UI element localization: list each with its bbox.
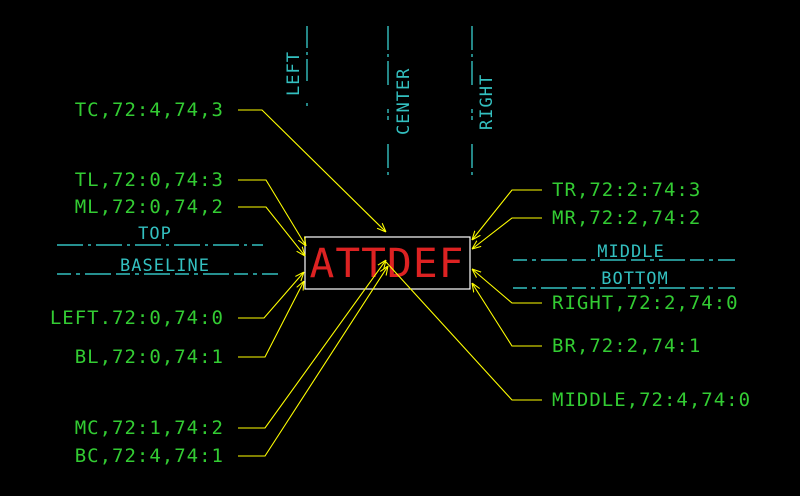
top-ref-label: TOP xyxy=(138,224,172,244)
leader-br xyxy=(472,283,542,347)
left-labels: TC,72:4,74,3 TL,72:0,74:3 ML,72:0,74,2 L… xyxy=(50,99,224,467)
attdef-bounding-box xyxy=(304,236,471,290)
leader-tl xyxy=(238,179,306,246)
label-bl: BL,72:0,74:1 xyxy=(75,346,224,368)
label-tc: TC,72:4,74,3 xyxy=(75,99,224,121)
label-br: BR,72:2,74:1 xyxy=(552,335,701,357)
label-mr: MR,72:2,74:2 xyxy=(552,207,701,229)
label-bc: BC,72:4,74:1 xyxy=(75,445,224,467)
leader-right xyxy=(472,269,542,304)
vertical-references xyxy=(306,26,473,178)
leader-bl xyxy=(238,281,304,358)
leader-ml xyxy=(238,206,305,256)
left-ref-label: LEFT xyxy=(284,51,304,96)
attdef-text: ATTDEF xyxy=(310,241,465,287)
leader-mr xyxy=(472,217,542,249)
leader-tr xyxy=(472,189,542,240)
label-mc: MC,72:1,74:2 xyxy=(75,417,224,439)
right-ref-label: RIGHT xyxy=(477,74,497,130)
label-ml: ML,72:0,74,2 xyxy=(75,196,224,218)
center-ref-label: CENTER xyxy=(394,68,414,135)
leader-mc xyxy=(238,260,386,429)
leader-middle xyxy=(385,261,542,401)
bottom-ref-label: BOTTOM xyxy=(601,269,668,289)
label-middle: MIDDLE,72:4,74:0 xyxy=(552,389,751,411)
baseline-ref-label: BASELINE xyxy=(120,256,210,276)
label-tr: TR,72:2:74:3 xyxy=(552,179,701,201)
leader-left xyxy=(238,272,304,319)
leader-lines xyxy=(238,109,542,457)
label-left: LEFT.72:0,74:0 xyxy=(50,307,224,329)
horizontal-references xyxy=(57,244,735,289)
leader-tc xyxy=(238,109,386,232)
label-tl: TL,72:0,74:3 xyxy=(75,169,224,191)
leader-bc xyxy=(238,266,388,457)
label-right: RIGHT,72:2,74:0 xyxy=(552,292,739,314)
middle-ref-label: MIDDLE xyxy=(597,242,664,262)
right-labels: TR,72:2:74:3 MR,72:2,74:2 RIGHT,72:2,74:… xyxy=(552,179,751,411)
